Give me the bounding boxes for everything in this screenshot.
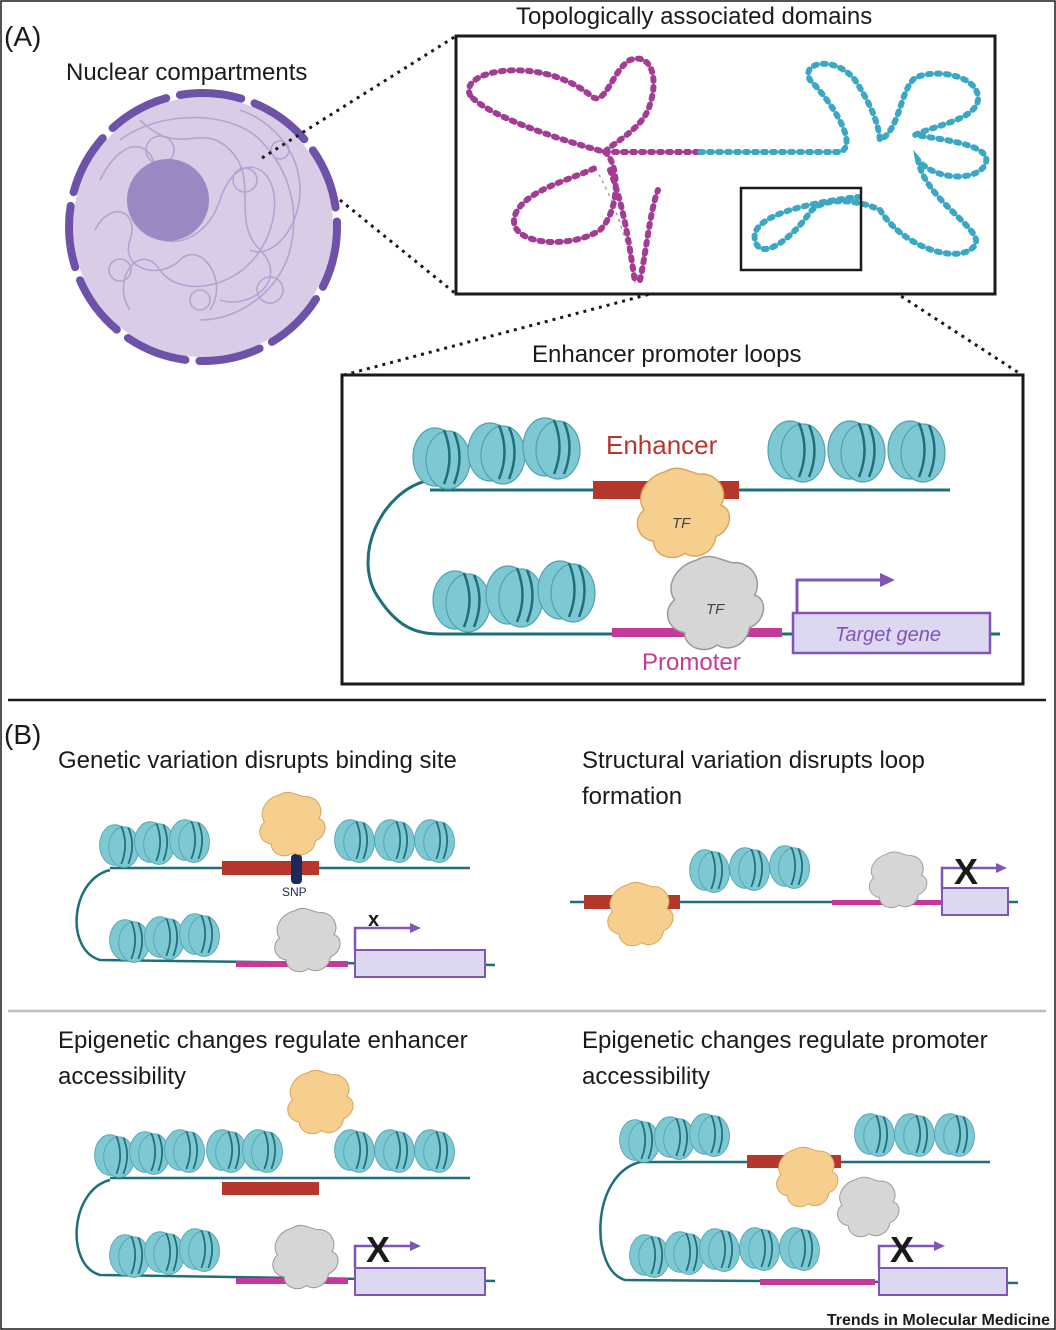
snp-label: SNP <box>282 885 307 899</box>
panel-b-label: (B) <box>4 719 41 750</box>
target-gene-label: Target gene <box>835 624 941 646</box>
q2-blocked-mark: X <box>954 851 978 892</box>
q3-diagram <box>75 1069 496 1296</box>
enhancer-label: Enhancer <box>606 430 718 460</box>
nuclear-compartments-title: Nuclear compartments <box>66 59 307 86</box>
loops-title: Enhancer promoter loops <box>532 341 801 368</box>
panel-a-label: (A) <box>4 21 41 52</box>
nucleus <box>65 89 341 365</box>
loop-diagram <box>366 416 1000 655</box>
snp-marker <box>291 854 302 884</box>
q4-diagram <box>599 1112 1019 1296</box>
tad-chromatin <box>465 55 990 285</box>
nucleolus <box>127 159 209 241</box>
q2-title-line1: Structural variation disrupts loop <box>582 747 925 774</box>
q1-title: Genetic variation disrupts binding site <box>58 747 457 774</box>
q3-title-line1: Epigenetic changes regulate enhancer <box>58 1027 468 1054</box>
q1-blocked-mark: x <box>368 909 379 931</box>
target-gene-box <box>791 611 992 655</box>
q4-title-line2: accessibility <box>582 1063 710 1090</box>
q2-diagram <box>570 844 1018 947</box>
q2-title-line2: formation <box>582 783 682 810</box>
tf-enhancer-label: TF <box>672 515 691 532</box>
q4-title-line1: Epigenetic changes regulate promoter <box>582 1027 988 1054</box>
tad-title: Topologically associated domains <box>516 3 872 30</box>
journal-credit: Trends in Molecular Medicine <box>827 1312 1050 1329</box>
q3-blocked-mark: X <box>366 1229 390 1270</box>
q1-diagram <box>75 791 496 978</box>
nuclear-envelope <box>65 89 341 365</box>
q3-title-line2: accessibility <box>58 1063 186 1090</box>
zoom-lines-nucleus <box>261 34 457 296</box>
promoter-label: Promoter <box>642 649 741 676</box>
tad-zoom-box <box>739 186 863 272</box>
tad-box <box>454 34 997 296</box>
tf-promoter-label: TF <box>706 601 725 618</box>
q4-blocked-mark: X <box>890 1229 914 1270</box>
